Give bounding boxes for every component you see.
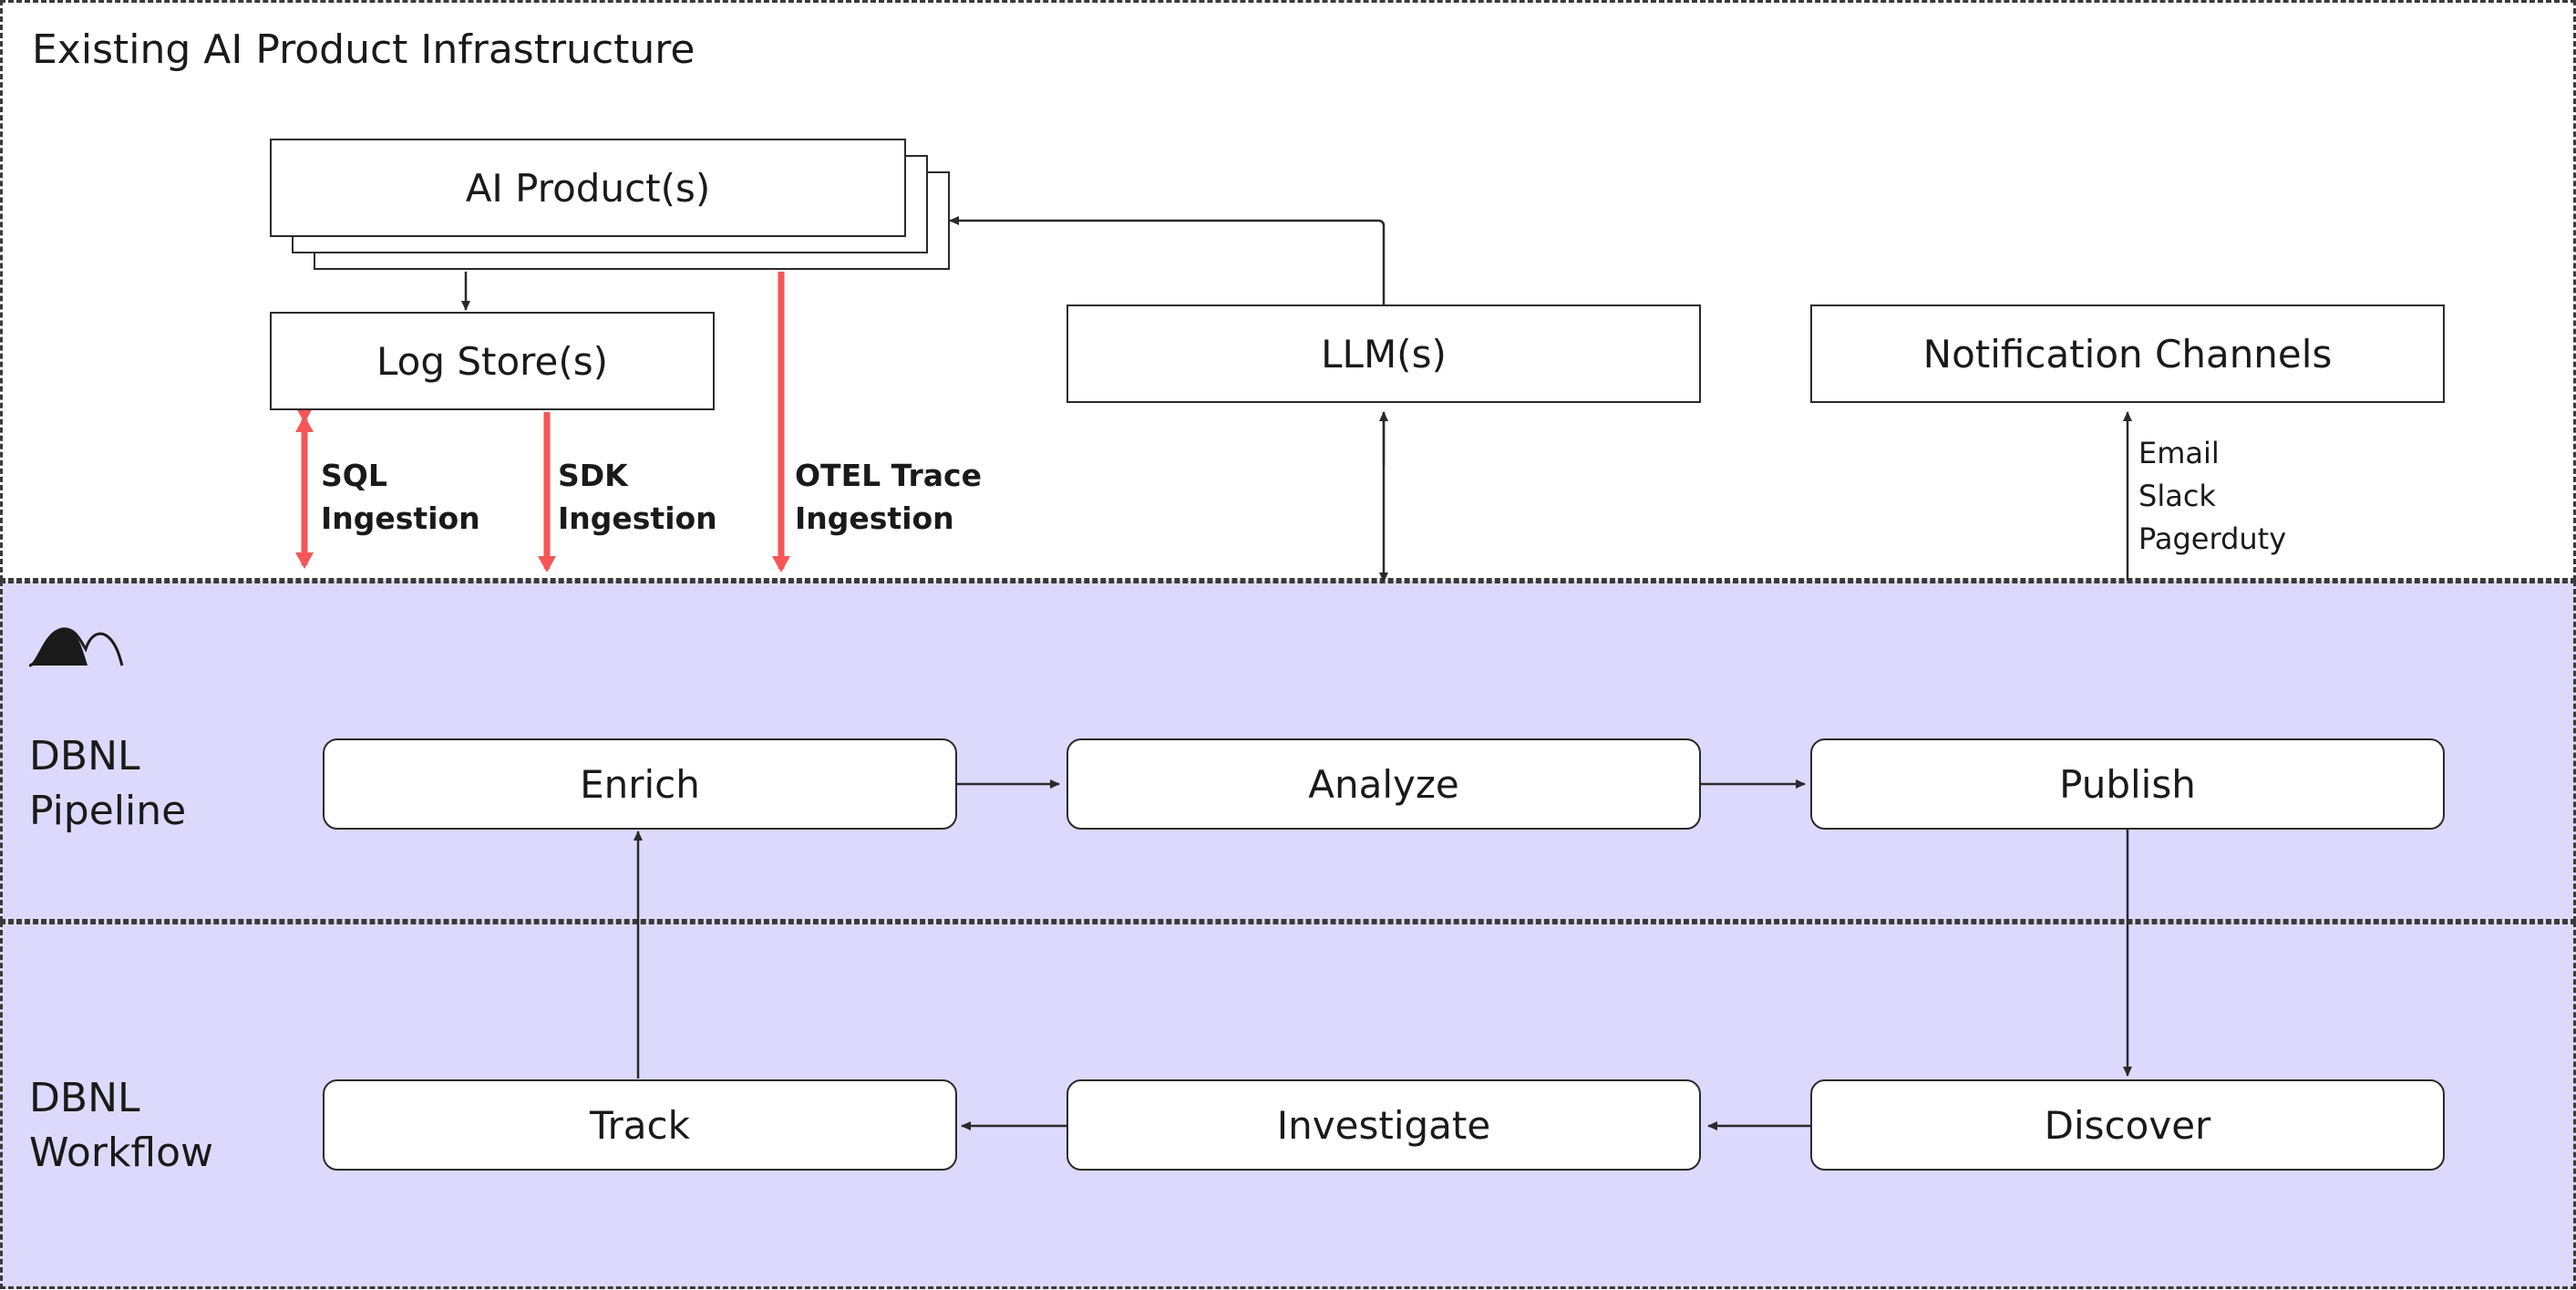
llm-to-product-arrow [949, 216, 1386, 304]
pipeline-label: DBNL Pipeline [29, 729, 186, 839]
enrich-box[interactable]: Enrich [323, 738, 957, 830]
channel-email: Email [2138, 436, 2220, 470]
ai-product-label: AI Product(s) [465, 165, 711, 211]
track-label: Track [590, 1102, 690, 1148]
discover-box[interactable]: Discover [1810, 1079, 2445, 1171]
pipeline-label-line-2: Pipeline [29, 788, 187, 834]
enrich-label: Enrich [580, 761, 700, 807]
notification-channels-box[interactable]: Notification Channels [1810, 304, 2445, 403]
workflow-label-line-1: DBNL [29, 1075, 140, 1121]
analyze-label: Analyze [1308, 761, 1459, 807]
ai-product-box[interactable]: AI Product(s) [270, 139, 906, 237]
otel-ingestion-line-1: OTEL Trace [795, 458, 982, 493]
workflow-label: DBNL Workflow [29, 1071, 213, 1181]
channel-slack: Slack [2138, 479, 2216, 513]
sql-ingestion-line-1: SQL [321, 458, 387, 493]
otel-ingestion-line-2: Ingestion [795, 501, 954, 536]
sdk-ingestion-line-2: Ingestion [558, 501, 717, 536]
notification-channels-label: Notification Channels [1922, 331, 2333, 377]
otel-ingestion-label: OTEL Trace Ingestion [795, 454, 982, 540]
investigate-box[interactable]: Investigate [1066, 1079, 1701, 1171]
workflow-label-line-2: Workflow [29, 1130, 214, 1176]
infrastructure-region: Existing AI Product Infrastructure [0, 0, 2576, 581]
sql-ingestion-label: SQL Ingestion [321, 454, 480, 540]
discover-label: Discover [2044, 1102, 2211, 1148]
publish-box[interactable]: Publish [1810, 738, 2445, 830]
log-store-box[interactable]: Log Store(s) [270, 312, 715, 410]
sdk-ingestion-label: SDK Ingestion [558, 454, 717, 540]
llm-box[interactable]: LLM(s) [1066, 304, 1701, 403]
dbnl-mountain-logo-icon [28, 627, 124, 667]
track-box[interactable]: Track [323, 1079, 957, 1171]
channel-list: Email Slack Pagerduty [2138, 432, 2286, 561]
channel-pagerduty: Pagerduty [2138, 521, 2287, 556]
investigate-label: Investigate [1276, 1102, 1491, 1148]
log-store-label: Log Store(s) [376, 338, 609, 384]
llm-label: LLM(s) [1321, 331, 1447, 377]
sdk-ingestion-line-1: SDK [558, 458, 628, 493]
sql-ingestion-line-2: Ingestion [321, 501, 480, 536]
publish-label: Publish [2059, 761, 2196, 807]
infrastructure-title: Existing AI Product Infrastructure [32, 26, 696, 73]
pipeline-label-line-1: DBNL [29, 733, 140, 779]
analyze-box[interactable]: Analyze [1066, 738, 1701, 830]
